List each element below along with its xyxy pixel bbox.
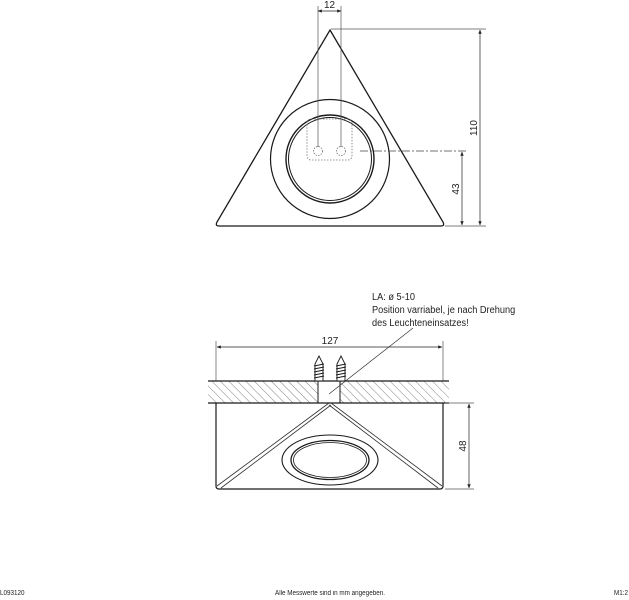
lens-ring-outer	[285, 114, 375, 204]
screw-left	[313, 354, 325, 382]
dim-label-48: 48	[458, 440, 469, 452]
socket-outline	[306, 118, 353, 161]
drawing-id: L093120	[0, 590, 25, 597]
note-line-1: LA: ø 5-10	[372, 292, 415, 303]
lens-ring-mid-side	[290, 439, 370, 481]
outer-ring	[269, 98, 391, 220]
screw-right	[335, 354, 347, 382]
top-view: 12 110 43	[215, 0, 486, 227]
housing-outline	[215, 403, 444, 490]
lens-ring-inner	[288, 117, 372, 201]
screw-hole-left	[313, 146, 323, 156]
units-note: Alle Messwerte sind in mm angegeben.	[275, 590, 385, 597]
scale-label: M1:2	[614, 590, 629, 597]
mounting-surface-left	[208, 381, 318, 403]
leader-line	[328, 327, 414, 395]
triangle-outline	[215, 28, 445, 227]
dim-label-12: 12	[324, 0, 336, 11]
lens-ring-inner-side	[293, 442, 367, 478]
note-line-2: Position varriabel, je nach Drehung	[372, 305, 516, 316]
dim-label-110: 110	[469, 120, 480, 136]
dim-label-127: 127	[322, 336, 339, 347]
note-line-3: des Leuchteneinsatzes!	[372, 318, 469, 329]
screw-hole-right	[336, 146, 346, 156]
side-view: 127	[208, 327, 474, 490]
dim-label-43: 43	[451, 183, 462, 195]
mounting-note: LA: ø 5-10 Position varriabel, je nach D…	[372, 291, 515, 330]
mounting-surface-right	[340, 381, 449, 403]
lens-ring-outer-side	[281, 434, 379, 486]
